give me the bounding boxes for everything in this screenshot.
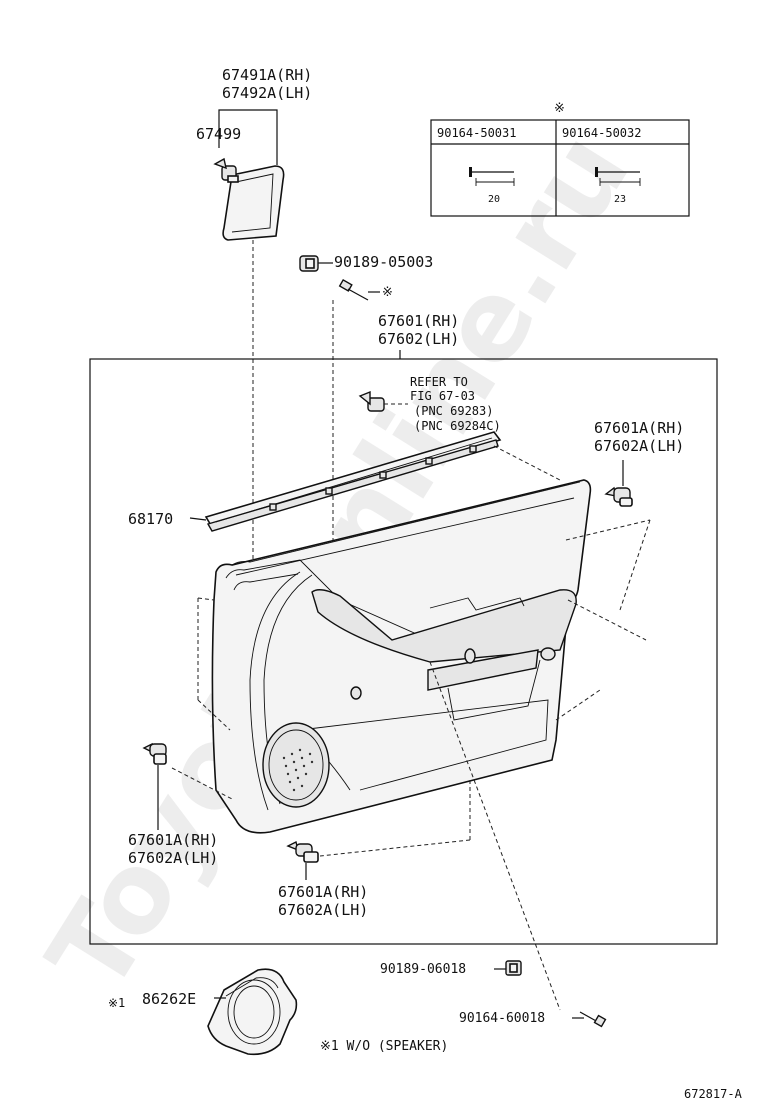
screw-table-length-2: 23 <box>614 194 626 205</box>
clip-left-icon <box>142 742 167 765</box>
label-trim-lh: 67492A(LH) <box>222 84 312 102</box>
label-clip-left-lh: 67602A(LH) <box>128 849 218 867</box>
screw-table-part-2: 90164-50032 <box>562 126 641 140</box>
label-speaker-ref: ※1 <box>108 996 125 1010</box>
refer-line-2: FIG 67-03 <box>410 389 475 403</box>
clip-bottom-icon <box>286 840 319 863</box>
label-clip-bottom-lh: 67602A(LH) <box>278 901 368 919</box>
screw-90164-60018-icon <box>579 1011 607 1028</box>
corner-trim-piece <box>222 165 285 241</box>
refer-line-1: REFER TO <box>410 375 468 389</box>
figure-id: 672817-A <box>684 1087 743 1101</box>
label-68170: 68170 <box>128 510 173 528</box>
label-clip-bottom-rh: 67601A(RH) <box>278 883 368 901</box>
label-clip-right-lh: 67602A(LH) <box>594 437 684 455</box>
clip-right-icon <box>604 486 633 507</box>
label-clip-left-rh: 67601A(RH) <box>128 831 218 849</box>
refer-line-4: (PNC 69284C) <box>414 419 501 433</box>
label-panel-rh: 67601(RH) <box>378 312 459 330</box>
label-90189-05003: 90189-05003 <box>334 253 433 271</box>
speaker-grille-dots <box>282 748 314 792</box>
label-clip-right-rh: 67601A(RH) <box>594 419 684 437</box>
screw-50031-icon <box>469 167 515 186</box>
footnote: ※1 W/O (SPEAKER) <box>320 1039 448 1054</box>
nut-90189-06018-icon <box>505 960 522 976</box>
label-90164-60018: 90164-60018 <box>459 1011 545 1026</box>
label-90189-06018: 90189-06018 <box>380 962 466 977</box>
label-screw-mark: ※ <box>382 285 393 300</box>
label-panel-lh: 67602(LH) <box>378 330 459 348</box>
clip-67499-icon <box>213 157 239 183</box>
screw-icon <box>338 278 369 301</box>
label-trim-rh: 67491A(RH) <box>222 66 312 84</box>
screw-table-length-1: 20 <box>488 194 500 205</box>
weatherstrip-68170 <box>204 431 502 532</box>
screw-table-mark: ※ <box>554 101 565 116</box>
clip-90189-05003-icon <box>299 255 319 272</box>
label-86262e: 86262E <box>142 990 196 1008</box>
door-panel <box>211 479 592 834</box>
refer-line-3: (PNC 69283) <box>414 404 493 418</box>
speaker-spacer-86262e <box>207 968 298 1056</box>
screw-table: ※ 90164-50031 90164-50032 20 23 <box>430 101 690 217</box>
screw-50032-icon <box>595 167 641 186</box>
refer-clip-icon <box>358 390 385 412</box>
panel-assembly-box <box>89 358 718 945</box>
screw-table-part-1: 90164-50031 <box>437 126 516 140</box>
